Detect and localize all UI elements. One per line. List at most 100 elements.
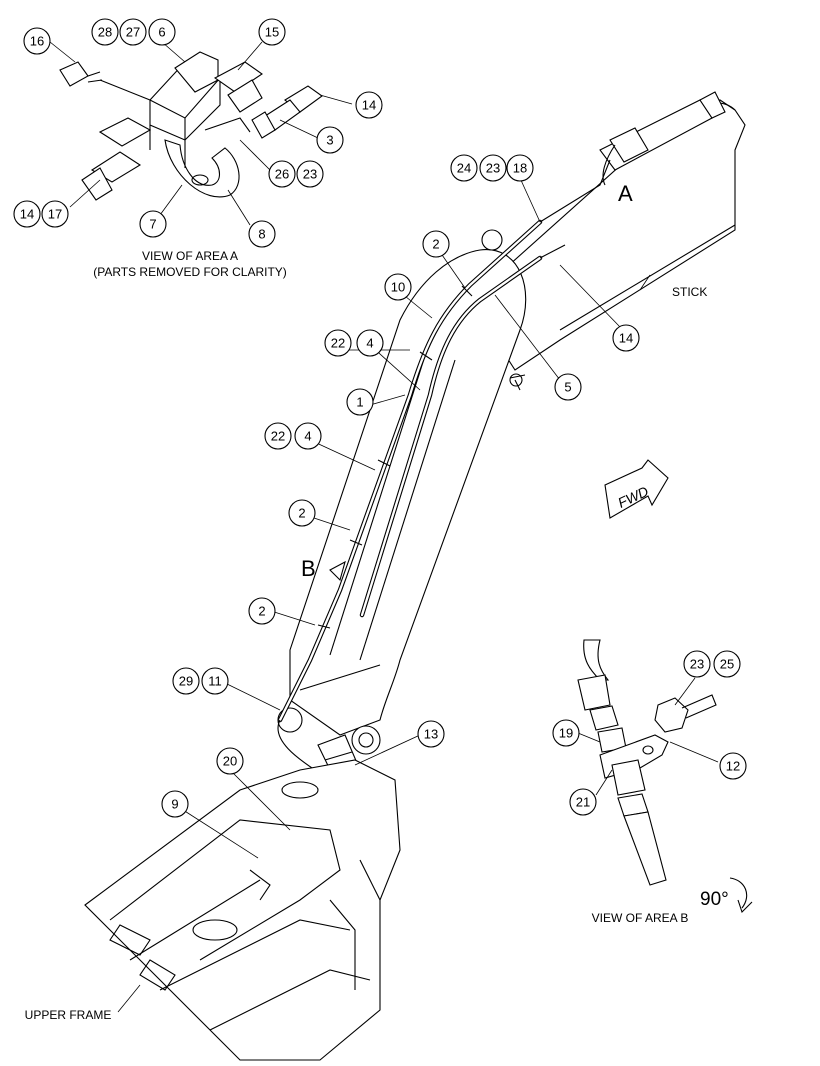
callout-number: 11 bbox=[208, 674, 222, 689]
callout-c21: 21 bbox=[569, 788, 597, 816]
callout-c2c: 2 bbox=[248, 597, 276, 625]
callout-circle bbox=[506, 154, 534, 182]
fwd-arrow: FWD bbox=[604, 459, 669, 519]
callout-c10: 10 bbox=[384, 273, 412, 301]
stick-label: STICK bbox=[672, 285, 707, 299]
callout-number: 2 bbox=[298, 506, 305, 521]
callout-number: 10 bbox=[391, 280, 405, 295]
callout-c2a: 2 bbox=[422, 230, 450, 258]
upper-frame-leader bbox=[117, 984, 141, 1013]
callout-number: 1 bbox=[356, 395, 363, 410]
callout-number: 2 bbox=[432, 237, 439, 252]
callout-number: 19 bbox=[559, 726, 573, 741]
callout-number: 7 bbox=[149, 217, 156, 232]
callout-circle bbox=[268, 160, 296, 188]
callout-c26: 26 bbox=[268, 160, 296, 188]
callout-circle bbox=[248, 220, 276, 248]
callout-circle bbox=[248, 597, 276, 625]
callout-c5: 5 bbox=[554, 373, 582, 401]
callout-c22b: 22 bbox=[264, 422, 292, 450]
callout-circle bbox=[346, 388, 374, 416]
callout-circle bbox=[479, 154, 507, 182]
callout-circle bbox=[148, 18, 176, 46]
callout-number: 14 bbox=[20, 207, 34, 222]
callout-number: 29 bbox=[179, 674, 193, 689]
callout-c8: 8 bbox=[248, 220, 276, 248]
callout-c18: 18 bbox=[506, 154, 534, 182]
callout-number: 20 bbox=[223, 754, 237, 769]
callout-number: 5 bbox=[564, 380, 571, 395]
callout-c2b: 2 bbox=[288, 499, 316, 527]
callout-number: 3 bbox=[326, 133, 333, 148]
callout-number: 15 bbox=[265, 25, 279, 40]
callout-circle bbox=[719, 752, 747, 780]
callout-c28: 28 bbox=[91, 18, 119, 46]
callout-circle bbox=[41, 200, 69, 228]
callout-c16: 16 bbox=[23, 27, 51, 55]
callout-number: 6 bbox=[158, 25, 165, 40]
callout-circle bbox=[324, 329, 352, 357]
callout-number: 2 bbox=[258, 604, 265, 619]
callout-c23b: 23 bbox=[479, 154, 507, 182]
callout-number: 25 bbox=[720, 657, 734, 672]
callout-c7: 7 bbox=[139, 210, 167, 238]
callout-circle bbox=[288, 499, 316, 527]
callout-c3: 3 bbox=[316, 126, 344, 154]
callout-number: 23 bbox=[690, 657, 704, 672]
callout-circle bbox=[23, 27, 51, 55]
callout-circle bbox=[422, 230, 450, 258]
callout-number: 22 bbox=[331, 336, 345, 351]
upper-frame-label: UPPER FRAME bbox=[25, 1008, 112, 1022]
callout-circle bbox=[356, 329, 384, 357]
view-b-leaders bbox=[577, 677, 719, 796]
callout-circle bbox=[161, 790, 189, 818]
callout-number: 23 bbox=[486, 161, 500, 176]
callout-number: 16 bbox=[30, 34, 44, 49]
view-of-area-a-detail bbox=[59, 51, 323, 201]
callout-number: 9 bbox=[171, 797, 178, 812]
callout-c23c: 23 bbox=[683, 650, 711, 678]
callout-circle bbox=[258, 18, 286, 46]
callout-number: 8 bbox=[258, 227, 265, 242]
callout-circle bbox=[294, 422, 322, 450]
callout-circle bbox=[554, 373, 582, 401]
callout-number: 28 bbox=[98, 25, 112, 40]
callout-circle bbox=[264, 422, 292, 450]
area-b-marker: B bbox=[301, 556, 316, 581]
view-a-caption-line2: (PARTS REMOVED FOR CLARITY) bbox=[93, 265, 287, 279]
callout-circle bbox=[172, 667, 200, 695]
callout-circle bbox=[119, 18, 147, 46]
callout-number: 12 bbox=[726, 759, 740, 774]
view-a-leaders bbox=[49, 41, 353, 226]
callout-number: 21 bbox=[576, 795, 590, 810]
upper-frame bbox=[84, 759, 401, 1061]
callout-number: 23 bbox=[303, 167, 317, 182]
callout-number: 14 bbox=[619, 331, 633, 346]
callout-circle bbox=[612, 324, 640, 352]
callout-c15: 15 bbox=[258, 18, 286, 46]
rotation-label: 90° bbox=[700, 889, 729, 910]
callout-circle bbox=[296, 160, 324, 188]
callout-number: 27 bbox=[126, 25, 140, 40]
callout-c6: 6 bbox=[148, 18, 176, 46]
callout-circle bbox=[552, 719, 580, 747]
callout-circle bbox=[683, 650, 711, 678]
callout-c19: 19 bbox=[552, 719, 580, 747]
callout-c9: 9 bbox=[161, 790, 189, 818]
callout-circle bbox=[201, 667, 229, 695]
callout-c25: 25 bbox=[713, 650, 741, 678]
callout-c20: 20 bbox=[216, 747, 244, 775]
area-a-marker: A bbox=[618, 181, 633, 206]
callout-circle bbox=[216, 747, 244, 775]
callout-circle bbox=[450, 154, 478, 182]
callout-c14a: 14 bbox=[355, 91, 383, 119]
callout-c23a: 23 bbox=[296, 160, 324, 188]
callout-c12: 12 bbox=[719, 752, 747, 780]
callout-number: 26 bbox=[275, 167, 289, 182]
callout-c13: 13 bbox=[417, 720, 445, 748]
callout-circle bbox=[91, 18, 119, 46]
boom-and-stick-assembly bbox=[277, 91, 746, 755]
callout-number: 22 bbox=[271, 429, 285, 444]
